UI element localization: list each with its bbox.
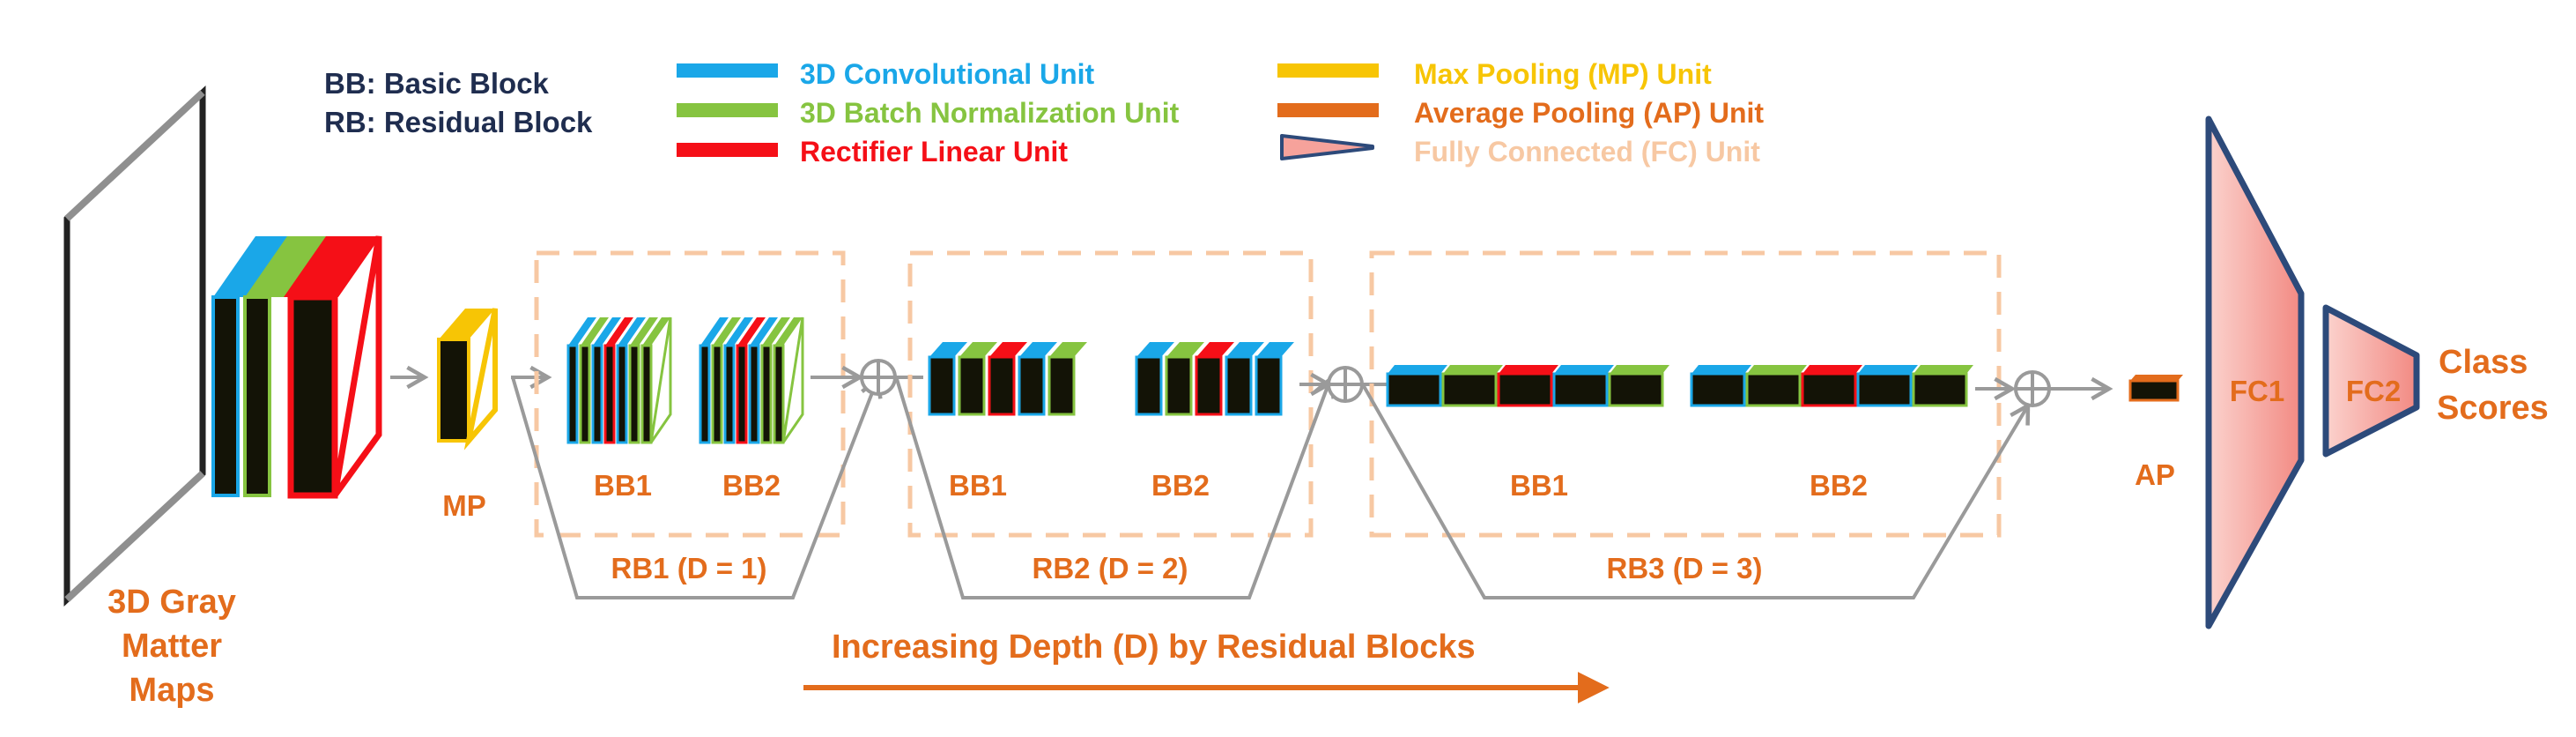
legend-maxpool-swatch xyxy=(1277,63,1379,78)
legend-avgpool-label: Average Pooling (AP) Unit xyxy=(1414,97,1764,129)
stem-relu-face xyxy=(287,294,338,499)
stem-bn-top xyxy=(245,236,331,297)
mp-label: MP xyxy=(442,489,486,522)
rb2-bb2-label: BB2 xyxy=(1151,469,1210,502)
legend-relu-label: Rectifier Linear Unit xyxy=(800,136,1068,168)
legend-conv-swatch xyxy=(677,63,778,78)
stem-relu-top xyxy=(284,236,381,297)
residual-block-3: RB3 (D = 3) BB1 BB2 xyxy=(1362,250,2031,599)
abbrev-basic-block: BB: Basic Block xyxy=(324,67,550,100)
input-label-line3: Maps xyxy=(129,672,214,709)
rb1-bb1-units xyxy=(566,316,672,444)
rb2-label: RB2 (D = 2) xyxy=(1033,552,1188,584)
fc2-label: FC2 xyxy=(2346,375,2401,407)
rb1-label: RB1 (D = 1) xyxy=(611,552,767,584)
legend-relu-swatch xyxy=(677,143,778,157)
legend-bn-swatch xyxy=(677,103,778,117)
maxpool-face xyxy=(437,338,470,443)
rb3-bb1-units xyxy=(1386,365,1669,407)
depth-caption-group: Increasing Depth (D) by Residual Blocks xyxy=(803,629,1610,704)
sum-node-3 xyxy=(2014,370,2051,407)
sum-node-1 xyxy=(860,359,897,396)
stem-bn-face xyxy=(243,295,271,497)
rb1-bb1-label: BB1 xyxy=(594,469,652,502)
rb3-bb2-label: BB2 xyxy=(1810,469,1868,502)
rb3-bb2-units xyxy=(1690,365,1973,407)
rb3-bb1-label: BB1 xyxy=(1510,469,1568,502)
output-label-line2: Scores xyxy=(2437,390,2549,427)
stem-relu-side xyxy=(331,235,382,498)
stem-conv-stack xyxy=(211,235,382,499)
rb2-skip-connection xyxy=(895,375,1336,599)
legend-avgpool-swatch xyxy=(1277,103,1379,117)
input-slice-top-edge xyxy=(64,90,205,221)
output-label-line1: Class xyxy=(2439,344,2528,381)
legend-conv-label: 3D Convolutional Unit xyxy=(800,58,1095,90)
avgpool-unit: AP xyxy=(2128,375,2183,491)
input-volume: 3D Gray Matter Maps xyxy=(63,85,236,709)
legend-maxpool-label: Max Pooling (MP) Unit xyxy=(1414,58,1712,90)
sum-node-2 xyxy=(1327,366,1364,403)
fc1-shape xyxy=(2205,115,2305,629)
rb1-skip-connection xyxy=(511,375,883,599)
legend-fc-swatch xyxy=(1280,134,1374,160)
rb3-label: RB3 (D = 3) xyxy=(1607,552,1763,584)
rb1-dashed-box xyxy=(534,250,846,538)
depth-caption: Increasing Depth (D) by Residual Blocks xyxy=(832,629,1476,666)
maxpool-top xyxy=(439,309,495,339)
maxpool-unit: MP xyxy=(437,308,498,522)
input-label-line1: 3D Gray xyxy=(107,584,236,621)
rb3-dashed-box xyxy=(1369,250,2002,538)
input-slice-outline xyxy=(63,85,206,607)
legend-fc-label: Fully Connected (FC) Unit xyxy=(1414,136,1760,168)
rb1-bb2-label: BB2 xyxy=(722,469,781,502)
input-label-line2: Matter xyxy=(122,628,222,665)
maxpool-side xyxy=(463,308,498,450)
residual-block-1: RB1 (D = 1) BB1 xyxy=(511,250,883,599)
rb2-bb1-units xyxy=(928,342,1087,416)
abbrev-residual-block: RB: Residual Block xyxy=(324,106,593,138)
legend-bn-label: 3D Batch Normalization Unit xyxy=(800,97,1180,129)
fc2-layer: FC2 xyxy=(2322,304,2420,458)
rb3-skip-connection xyxy=(1362,385,2031,599)
legend: BB: Basic Block RB: Residual Block 3D Co… xyxy=(324,58,1764,168)
rb1-bb2-units xyxy=(699,316,804,444)
stem-conv-face xyxy=(211,295,240,497)
input-slice-bottom-edge xyxy=(64,471,205,602)
fc1-layer: FC1 xyxy=(2205,115,2305,629)
rb2-bb2-units xyxy=(1135,342,1294,416)
rb2-bb1-label: BB1 xyxy=(949,469,1007,502)
rb2-dashed-box xyxy=(907,250,1314,538)
fc2-shape xyxy=(2322,304,2420,458)
fc1-label: FC1 xyxy=(2230,375,2284,407)
residual-block-2: RB2 (D = 2) BB1 BB2 xyxy=(895,250,1336,599)
ap-label: AP xyxy=(2135,458,2175,491)
